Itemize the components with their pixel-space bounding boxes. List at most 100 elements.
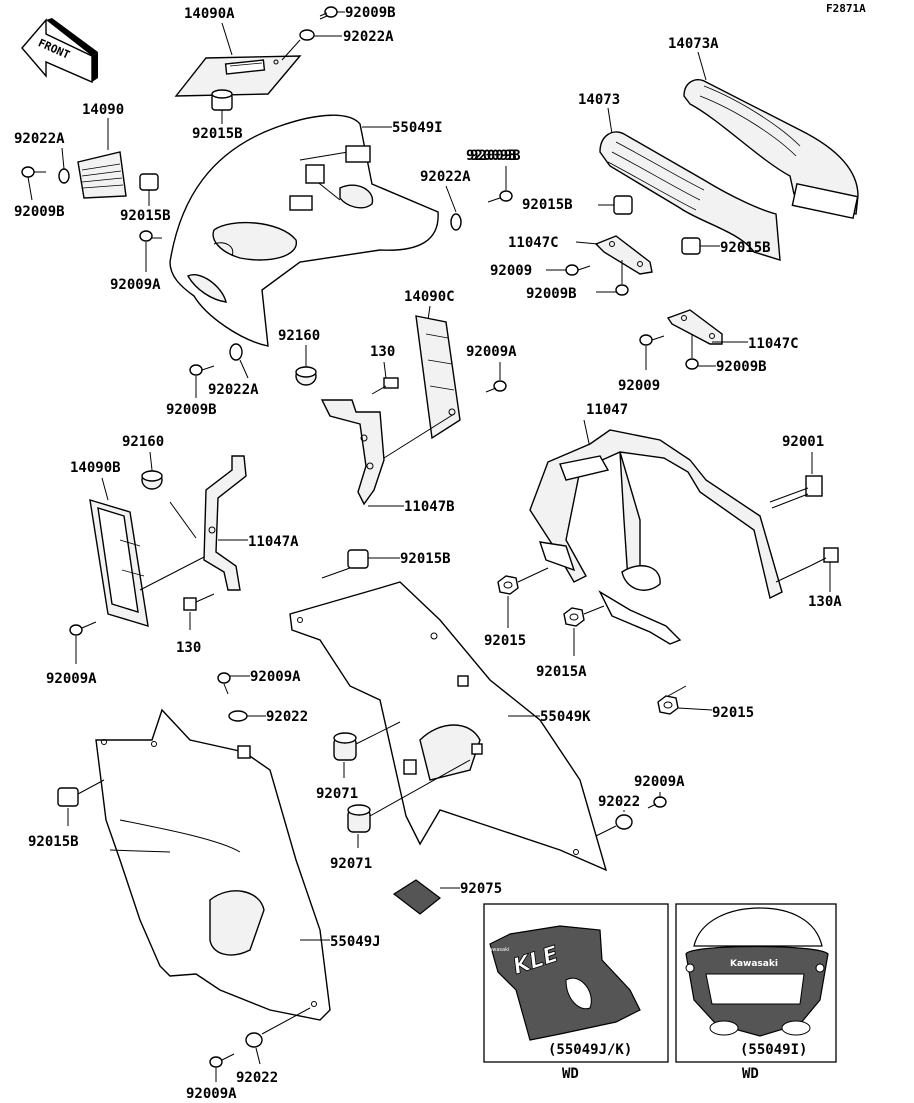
callout-92009B-top: 92009B [345, 5, 396, 21]
washer-icon [299, 29, 315, 41]
bracket-11047C-a [594, 235, 653, 275]
bracket-11047A [203, 455, 247, 591]
inset-upper-cowl-wd: Kawasaki (55049I) [675, 903, 837, 1063]
callout-92022A-low: 92022A [208, 382, 259, 398]
callout-92075: 92075 [460, 881, 502, 897]
grommet-icon [211, 89, 233, 111]
rubber-mount-icon [141, 470, 163, 490]
bracket-11047C-b [666, 309, 723, 345]
screw-icon [217, 672, 231, 695]
inset-left-brand: Kawasaki [486, 947, 509, 953]
callout-92009A-b: 92009A [46, 671, 97, 687]
screw-icon [209, 1053, 235, 1068]
washer-icon [228, 710, 248, 722]
bolt-icon [809, 547, 839, 567]
bolt-icon [183, 593, 215, 611]
inset-right-caption: (55049I) [740, 1042, 807, 1058]
vent-panel-14090C [415, 315, 461, 440]
callout-92015B-b: 92015B [720, 240, 771, 256]
vent-plate-14090A [174, 55, 302, 97]
callout-92015B-top: 92015B [192, 126, 243, 142]
washer-icon [58, 168, 70, 184]
nut-icon [563, 607, 585, 627]
vent-14090 [77, 151, 127, 199]
callout-92160-b: 92160 [122, 434, 164, 450]
callout-92009-a: 92009 [490, 263, 532, 279]
callout-11047A: 11047A [248, 534, 299, 550]
grommet-icon [139, 173, 159, 191]
inset-left-variant: WD [562, 1066, 579, 1082]
callout-55049K: 55049K [540, 709, 591, 725]
kle-logo: KLE [510, 942, 562, 980]
grommet-icon [613, 195, 633, 215]
grommet-icon [681, 237, 701, 255]
screw-icon [565, 264, 591, 276]
callout-92071-a: 92071 [316, 786, 358, 802]
callout-92001: 92001 [782, 434, 824, 450]
callout-130-a: 130 [370, 344, 395, 360]
callout-92009B-mid: 92009B [466, 148, 517, 164]
callout-14090B: 14090B [70, 460, 121, 476]
screw-icon [685, 334, 699, 370]
callout-92022-b: 92022 [598, 794, 640, 810]
nut-icon [497, 575, 519, 595]
screw-icon [639, 334, 665, 346]
screw-icon [615, 260, 629, 296]
callout-92009A-e: 92009A [634, 774, 685, 790]
callout-14073: 14073 [578, 92, 620, 108]
bolt-icon [371, 377, 399, 395]
pad-92075 [392, 879, 441, 915]
vent-panel-14090B [89, 499, 149, 627]
callout-92015B-d: 92015B [28, 834, 79, 850]
washer-icon [450, 213, 462, 231]
side-cowl-55049K [289, 581, 608, 872]
callout-11047C-a: 11047C [508, 235, 559, 251]
screw-icon [21, 166, 46, 178]
washer-icon [229, 343, 243, 361]
callout-92009-b: 92009 [618, 378, 660, 394]
callout-92009B-a: 92009B [526, 286, 577, 302]
inset-right-variant: WD [742, 1066, 759, 1082]
callout-11047B: 11047B [404, 499, 455, 515]
callout-130-b: 130 [176, 640, 201, 656]
callout-92015-b: 92015 [712, 705, 754, 721]
callout-92015B-duct: 92015B [522, 197, 573, 213]
callout-14090A: 14090A [184, 6, 235, 22]
callout-11047: 11047 [586, 402, 628, 418]
callout-14090C: 14090C [404, 289, 455, 305]
screw-icon [485, 380, 507, 393]
rubber-mount-icon [347, 804, 371, 833]
washer-icon [245, 1032, 263, 1048]
callout-92015B-left: 92015B [120, 208, 171, 224]
callout-130A: 130A [808, 594, 842, 610]
screw-icon [69, 621, 97, 636]
rubber-mount-icon [295, 366, 317, 386]
figure-code: F2871A [826, 2, 866, 15]
callout-92160-a: 92160 [278, 328, 320, 344]
callout-92022-c: 92022 [236, 1070, 278, 1086]
callout-92009B-left: 92009B [14, 204, 65, 220]
screw-icon [487, 190, 513, 203]
callout-92015A: 92015A [536, 664, 587, 680]
cowl-stay-11047 [529, 429, 783, 645]
screw-icon [319, 6, 338, 20]
callout-92009A-d: 92009A [250, 669, 301, 685]
callout-92022A-mid: 92022A [420, 169, 471, 185]
callout-92009A-left: 92009A [110, 277, 161, 293]
air-duct-14073A [683, 78, 859, 220]
callout-92009A-f: 92009A [186, 1086, 237, 1102]
callout-92015-a: 92015 [484, 633, 526, 649]
grommet-icon [57, 787, 79, 807]
rubber-mount-icon [333, 732, 357, 761]
callout-92071-b: 92071 [330, 856, 372, 872]
bolt-icon [769, 475, 823, 509]
screw-icon [189, 364, 215, 376]
callout-92022A-top: 92022A [343, 29, 394, 45]
callout-92022A-left: 92022A [14, 131, 65, 147]
callout-14073A: 14073A [668, 36, 719, 52]
grommet-icon [347, 549, 369, 569]
kawasaki-logo: Kawasaki [730, 959, 778, 969]
callout-92009B-duct: 92009B [470, 148, 521, 164]
callout-92009B-low: 92009B [166, 402, 217, 418]
